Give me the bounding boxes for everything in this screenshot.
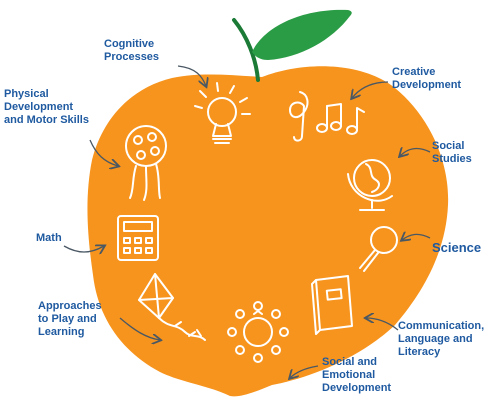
- label-communication-literacy: Communication, Language and Literacy: [398, 320, 485, 358]
- label-approaches-to-play: Approaches to Play and Learning: [38, 300, 102, 338]
- arrow-creative: [352, 81, 389, 98]
- arrow-physical: [89, 139, 118, 166]
- label-cognitive-processes: Cognitive Processes: [104, 38, 160, 63]
- book-icon: [311, 275, 353, 335]
- arrow-cognitive: [177, 65, 206, 86]
- music-notes-icon: [289, 91, 365, 142]
- label-science: Science: [432, 240, 482, 255]
- globe-icon: [347, 159, 393, 211]
- peach-body: [87, 66, 449, 397]
- kite-icon: [138, 273, 206, 341]
- arrow-social-emotional: [290, 365, 319, 378]
- lightbulb-icon: [194, 82, 251, 144]
- arrow-science: [402, 234, 431, 240]
- arrow-social-studies: [400, 149, 431, 156]
- label-social-studies: Social Studies: [432, 140, 472, 165]
- label-creative-development: Creative Development: [392, 66, 462, 91]
- peach-stem: [232, 18, 260, 82]
- people-circle-icon: [227, 301, 289, 363]
- arrow-communication: [366, 318, 399, 331]
- calculator-icon: [117, 215, 159, 261]
- arrow-approaches: [119, 317, 160, 340]
- arrow-math: [63, 246, 104, 252]
- peach-leaf: [252, 9, 352, 60]
- pointer-arrows: [63, 65, 431, 378]
- magnifying-glass-icon: [359, 226, 398, 272]
- label-math: Math: [36, 232, 62, 244]
- label-social-emotional: Social and Emotional Development: [322, 356, 392, 394]
- ball-icon: [125, 125, 167, 201]
- label-physical-development: Physical Development and Motor Skills: [4, 88, 89, 126]
